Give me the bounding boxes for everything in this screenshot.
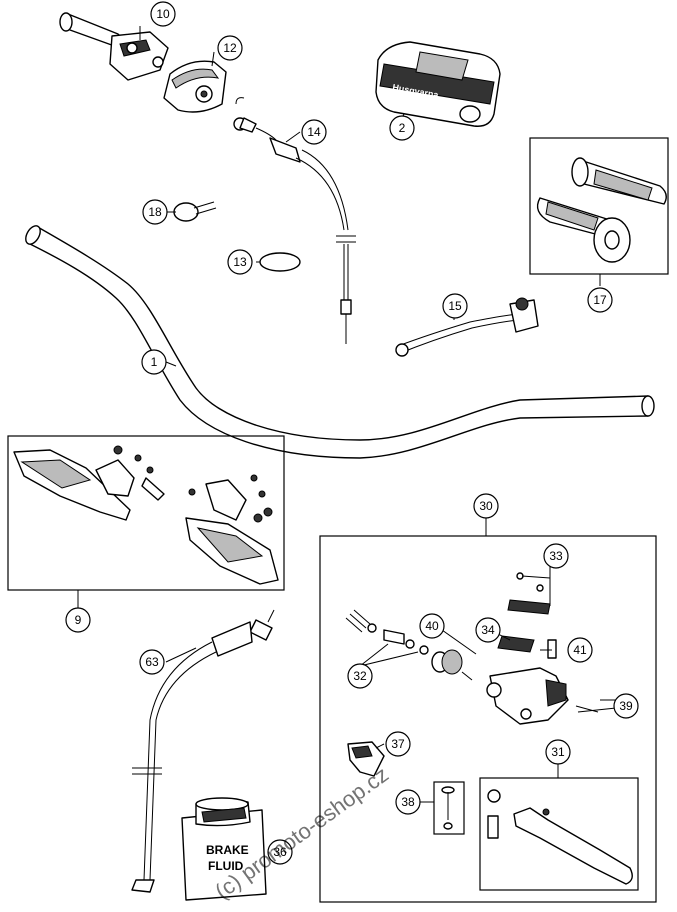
callout-label: 31 <box>551 745 565 759</box>
callout-label: 32 <box>353 669 367 683</box>
callout-label: 17 <box>593 293 607 307</box>
callout-30: 30 <box>473 493 499 519</box>
callout-39: 39 <box>613 693 639 719</box>
callout-circle <box>567 637 593 663</box>
callout-label: 12 <box>223 41 237 55</box>
callout-circle <box>475 617 501 643</box>
handlebar-part <box>25 225 655 459</box>
callout-label: 40 <box>425 619 439 633</box>
brake-fluid-bottle-part: BRAKE FLUID <box>181 797 267 901</box>
callout-circle <box>301 119 327 145</box>
callout-17: 17 <box>587 287 613 313</box>
callout-label: 39 <box>619 699 633 713</box>
callout-12: 12 <box>217 35 243 61</box>
callout-circle <box>347 663 373 689</box>
callout-circle <box>389 115 415 141</box>
callout-14: 14 <box>301 119 327 145</box>
callout-18: 18 <box>142 199 168 225</box>
callout-38: 38 <box>395 789 421 815</box>
callout-label: 9 <box>75 613 82 627</box>
kill-switch-part <box>395 297 539 357</box>
bottle-label-brake: BRAKE <box>206 843 249 857</box>
handguards-part <box>7 435 285 608</box>
callout-1: 1 <box>141 349 167 375</box>
callout-label: 34 <box>481 623 495 637</box>
callout-layer: 10 12 2 14 17 18 13 15 1 9 30 33 40 34 41 32 39 63 37 31 38 3… <box>65 1 639 865</box>
throttle-cover-part <box>163 60 227 113</box>
callout-circle <box>587 287 613 313</box>
callout-circle <box>543 543 569 569</box>
callout-circle <box>227 249 253 275</box>
callout-10: 10 <box>150 1 176 27</box>
throttle-grip-part <box>59 12 169 81</box>
bottle-label-fluid: FLUID <box>208 859 244 873</box>
callout-33: 33 <box>543 543 569 569</box>
callout-label: 37 <box>391 737 405 751</box>
callout-34: 34 <box>475 617 501 643</box>
callout-31: 31 <box>545 739 571 765</box>
throttle-cable-part <box>233 97 356 344</box>
callout-label: 38 <box>401 795 415 809</box>
callout-2: 2 <box>389 115 415 141</box>
master-cylinder-assembly <box>319 516 657 903</box>
callout-label: 18 <box>148 205 162 219</box>
callout-label: 2 <box>399 121 406 135</box>
callout-circle <box>473 493 499 519</box>
callout-label: 33 <box>549 549 563 563</box>
callout-label: 36 <box>273 845 287 859</box>
oval-plate-part <box>259 252 301 272</box>
callout-circle <box>142 199 168 225</box>
callout-circle <box>267 839 293 865</box>
callout-9: 9 <box>65 607 91 633</box>
callout-label: 41 <box>573 643 587 657</box>
callout-circle <box>150 1 176 27</box>
callout-circle <box>442 293 468 319</box>
callout-label: 15 <box>448 299 462 313</box>
callout-36: 36 <box>267 839 293 865</box>
callout-13: 13 <box>227 249 253 275</box>
callout-label: 14 <box>307 125 321 139</box>
bar-pad-part: Husqvarna <box>375 41 501 127</box>
callout-circle <box>395 789 421 815</box>
callout-circle <box>545 739 571 765</box>
callout-37: 37 <box>385 731 411 757</box>
cable-tie-part <box>173 201 217 222</box>
callout-label: 30 <box>479 499 493 513</box>
callout-15: 15 <box>442 293 468 319</box>
callout-label: 63 <box>145 655 159 669</box>
callout-circle <box>139 649 165 675</box>
callout-40: 40 <box>419 613 445 639</box>
callout-circle <box>141 349 167 375</box>
callout-41: 41 <box>567 637 593 663</box>
callout-label: 13 <box>233 255 247 269</box>
callout-label: 10 <box>156 7 170 21</box>
callout-circle <box>613 693 639 719</box>
callout-circle <box>419 613 445 639</box>
callout-63: 63 <box>139 649 165 675</box>
callout-circle <box>217 35 243 61</box>
brake-hose-part <box>131 609 275 893</box>
callout-32: 32 <box>347 663 373 689</box>
grips-part <box>529 137 669 286</box>
callout-label: 1 <box>151 355 158 369</box>
callout-circle <box>385 731 411 757</box>
callout-circle <box>65 607 91 633</box>
